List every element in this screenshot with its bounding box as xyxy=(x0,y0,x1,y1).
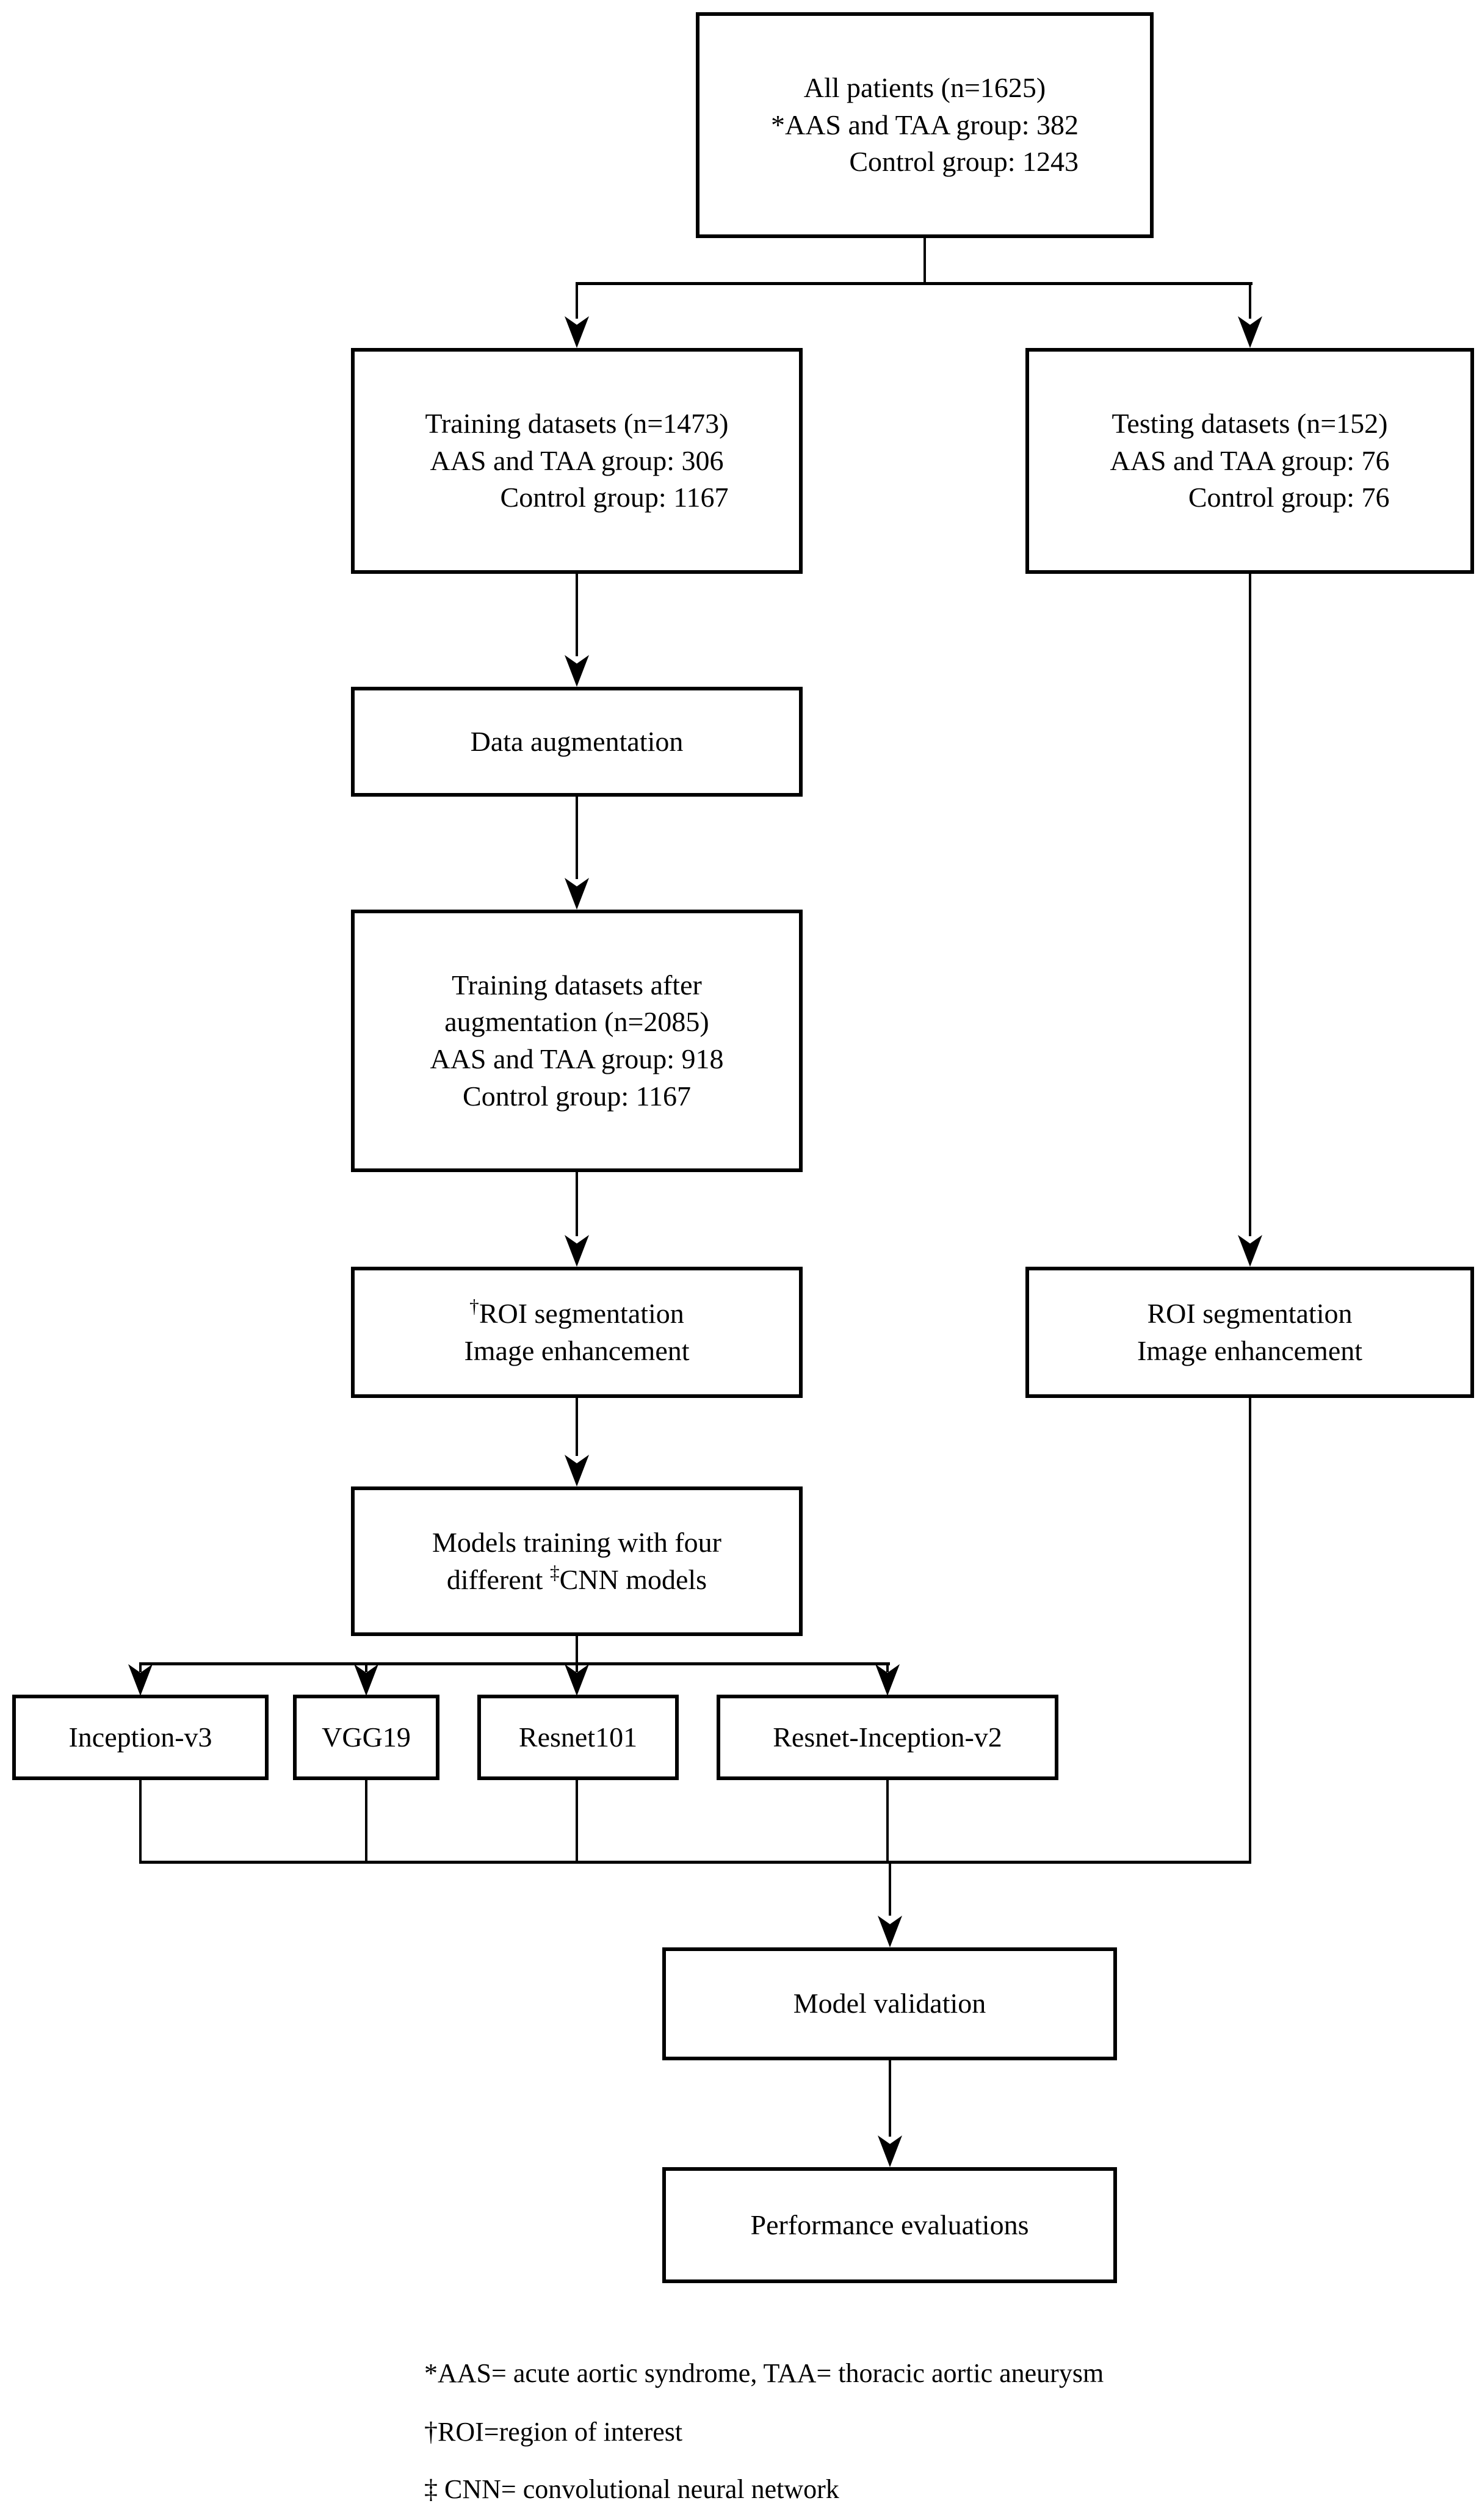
box-performance-evaluations: Performance evaluations xyxy=(662,2167,1117,2283)
box-all-patients: All patients (n=1625) *AAS and TAA group… xyxy=(696,12,1154,238)
arrowhead-down-icon xyxy=(1238,316,1262,348)
connector-line xyxy=(576,1398,578,1456)
all-patients-line2: *AAS and TAA group: 382 xyxy=(770,109,1079,140)
model-inception-v3-label: Inception-v3 xyxy=(68,1721,212,1753)
connector-line xyxy=(576,282,578,319)
roi-training-line1: †ROI segmentation xyxy=(469,1295,684,1329)
model-resnet101-label: Resnet101 xyxy=(518,1721,638,1753)
arrowhead-down-icon xyxy=(565,1235,589,1267)
box-model-inception-v3: Inception-v3 xyxy=(12,1695,269,1780)
training-after-aug-line4: Control group: 1167 xyxy=(463,1080,691,1112)
connector-line xyxy=(139,1780,142,1864)
training-after-aug-line3: AAS and TAA group: 918 xyxy=(430,1043,724,1074)
arrowhead-down-icon xyxy=(565,878,589,910)
arrowhead-down-icon xyxy=(565,1455,589,1486)
training-line2: AAS and TAA group: 306 xyxy=(430,444,724,476)
double-dagger-symbol: ‡ xyxy=(549,1562,560,1584)
connector-line xyxy=(1249,282,1251,319)
connector-line xyxy=(1249,574,1251,1236)
roi-testing-line2: Image enhancement xyxy=(1137,1334,1363,1366)
box-model-resnet-inception-v2: Resnet-Inception-v2 xyxy=(717,1695,1058,1780)
connector-line xyxy=(576,797,578,879)
connector-line xyxy=(576,1662,578,1672)
connector-line xyxy=(924,238,926,284)
footnote-aas-taa: *AAS= acute aortic syndrome, TAA= thorac… xyxy=(424,2358,1104,2388)
box-model-resnet101: Resnet101 xyxy=(477,1695,679,1780)
connector-line xyxy=(139,1861,1251,1864)
arrowhead-down-icon xyxy=(878,1916,902,1947)
training-after-aug-line2: augmentation (n=2085) xyxy=(444,1006,709,1038)
arrowhead-down-icon xyxy=(1238,1235,1262,1267)
box-model-validation: Model validation xyxy=(662,1947,1117,2060)
connector-line xyxy=(365,1662,367,1672)
training-line3: Control group: 1167 xyxy=(500,482,729,513)
testing-line3: Control group: 76 xyxy=(1188,482,1390,513)
box-training-datasets: Training datasets (n=1473) AAS and TAA g… xyxy=(351,348,803,574)
arrowhead-down-icon xyxy=(354,1664,378,1696)
footnote-cnn: ‡ CNN= convolutional neural network xyxy=(424,2474,839,2504)
box-roi-segmentation-training: †ROI segmentation Image enhancement xyxy=(351,1267,803,1398)
connector-line xyxy=(576,1780,578,1864)
all-patients-line1: All patients (n=1625) xyxy=(803,71,1046,103)
connector-line xyxy=(576,1636,578,1665)
dagger-symbol: † xyxy=(469,1295,479,1317)
box-models-training: Models training with four different ‡CNN… xyxy=(351,1486,803,1636)
arrowhead-down-icon xyxy=(878,2135,902,2167)
arrowhead-down-icon xyxy=(565,316,589,348)
models-training-line1: Models training with four xyxy=(432,1526,721,1558)
connector-line xyxy=(889,2060,891,2137)
model-validation-label: Model validation xyxy=(793,1988,986,2019)
connector-line xyxy=(886,1780,889,1864)
data-augmentation-label: Data augmentation xyxy=(470,725,684,757)
connector-line xyxy=(576,1172,578,1236)
arrowhead-down-icon xyxy=(128,1664,153,1696)
box-model-vgg19: VGG19 xyxy=(293,1695,439,1780)
arrowhead-down-icon xyxy=(565,655,589,687)
connector-line xyxy=(1249,1398,1251,1864)
connector-line xyxy=(365,1780,367,1864)
connector-line xyxy=(576,282,1252,285)
performance-evaluations-label: Performance evaluations xyxy=(750,2209,1029,2240)
training-after-aug-line1: Training datasets after xyxy=(452,969,702,1001)
box-roi-segmentation-testing: ROI segmentation Image enhancement xyxy=(1025,1267,1474,1398)
arrowhead-down-icon xyxy=(565,1664,589,1696)
connector-line xyxy=(576,574,578,656)
connector-line xyxy=(886,1662,889,1672)
model-resnet-inception-v2-label: Resnet-Inception-v2 xyxy=(773,1721,1002,1753)
box-data-augmentation: Data augmentation xyxy=(351,687,803,797)
arrowhead-down-icon xyxy=(875,1664,900,1696)
model-vgg19-label: VGG19 xyxy=(322,1721,411,1753)
box-training-after-augmentation: Training datasets after augmentation (n=… xyxy=(351,910,803,1172)
all-patients-line3: Control group: 1243 xyxy=(849,146,1079,178)
footnote-roi: †ROI=region of interest xyxy=(424,2417,683,2447)
roi-training-line2: Image enhancement xyxy=(464,1334,690,1366)
models-training-line2: different ‡CNN models xyxy=(446,1562,707,1595)
connector-line xyxy=(139,1662,142,1672)
connector-line xyxy=(889,1861,891,1916)
connector-line xyxy=(139,1662,890,1665)
testing-line2: AAS and TAA group: 76 xyxy=(1110,444,1390,476)
roi-testing-line1: ROI segmentation xyxy=(1147,1297,1353,1329)
testing-line1: Testing datasets (n=152) xyxy=(1112,407,1388,439)
training-line1: Training datasets (n=1473) xyxy=(425,407,729,439)
box-testing-datasets: Testing datasets (n=152) AAS and TAA gro… xyxy=(1025,348,1474,574)
